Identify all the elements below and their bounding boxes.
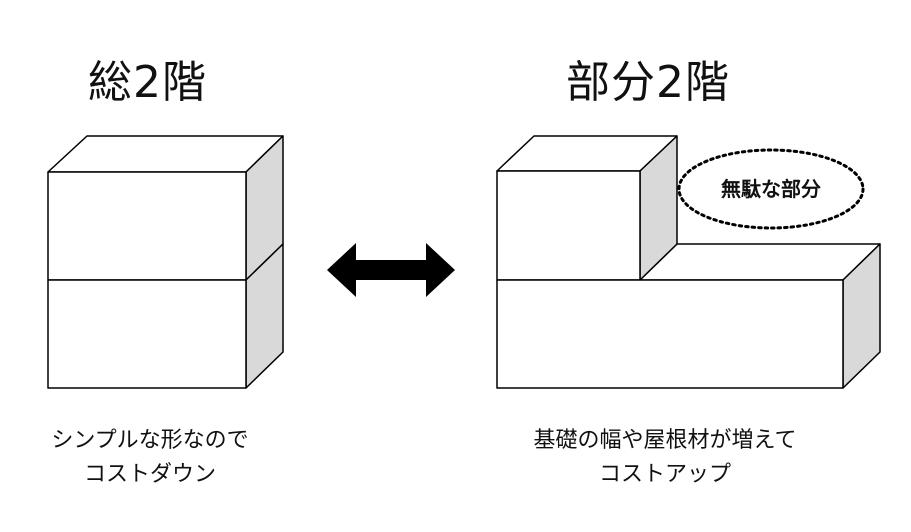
left-title: 総2階: [88, 57, 207, 108]
partial-two-story-building: [496, 135, 881, 389]
double-headed-arrow-icon: [327, 243, 455, 297]
full-two-story-building: [47, 135, 284, 389]
right-title: 部分2階: [566, 57, 730, 108]
right-caption-line1: 基礎の幅や屋根材が増えて: [533, 428, 797, 453]
waste-callout: 無駄な部分: [677, 148, 865, 230]
left-second-floor: [47, 171, 247, 281]
callout-text: 無駄な部分: [721, 177, 821, 201]
right-caption-line2: コストアップ: [598, 462, 731, 487]
left-caption-line1: シンプルな形なので: [51, 428, 249, 453]
callout-dotted-ellipse: [677, 148, 865, 230]
left-roof: [47, 135, 284, 173]
right-caption: 基礎の幅や屋根材が増えて コストアップ: [470, 424, 860, 492]
left-caption: シンプルな形なので コストダウン: [20, 424, 280, 492]
right-second-floor: [496, 170, 641, 281]
left-caption-line2: コストダウン: [83, 462, 216, 487]
left-first-floor: [47, 279, 247, 389]
right-first-floor: [496, 279, 844, 389]
right-lower-roof: [639, 243, 881, 281]
